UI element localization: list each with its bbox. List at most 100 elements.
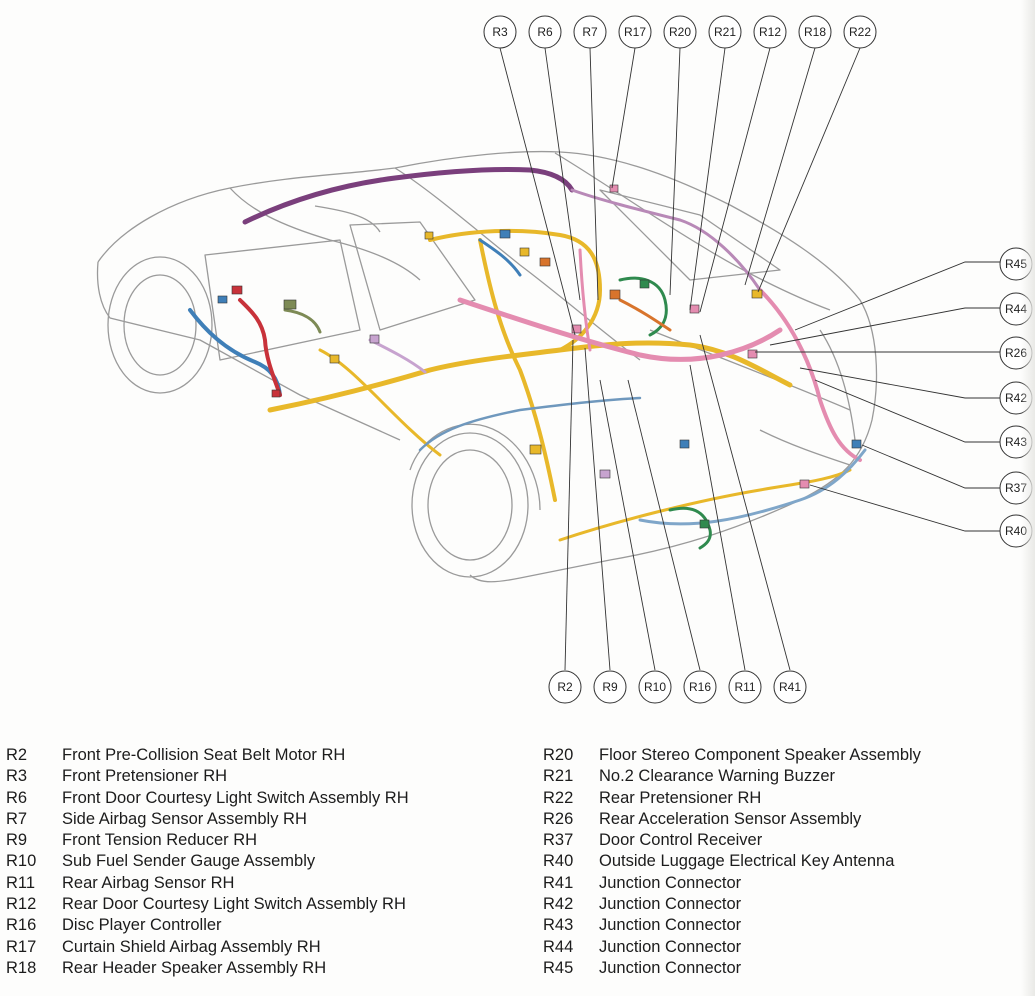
legend-description: Front Pre-Collision Seat Belt Motor RH	[62, 746, 346, 764]
harness-green-rear	[618, 276, 668, 337]
legend-row: R3 Front Pretensioner RH	[6, 766, 409, 787]
legend-code: R22	[543, 788, 574, 807]
legend-row: R9 Front Tension Reducer RH	[6, 830, 409, 851]
callout-r6: R6	[528, 15, 562, 49]
callout-r7: R7	[573, 15, 607, 49]
callout-label: R2	[557, 680, 573, 694]
callout-r17: R17	[618, 15, 652, 49]
callout-label: R6	[537, 25, 553, 39]
callout-label: R21	[714, 25, 736, 39]
legend-description: Front Tension Reducer RH	[62, 831, 258, 850]
harness-yellow-pillar	[478, 238, 557, 502]
callout-circle	[683, 670, 717, 704]
callout-circle	[573, 15, 607, 49]
legend-code: R18	[6, 958, 37, 977]
legend-code: R26	[543, 809, 574, 828]
legend-description: Side Airbag Sensor Assembly RH	[62, 809, 307, 828]
legend-code: R3	[6, 767, 28, 786]
harness-purple-roof	[242, 166, 575, 225]
legend-description: Front Pretensioner RH	[62, 767, 228, 786]
callout-label: R22	[849, 25, 871, 39]
legend-row: R44 Junction Connector	[543, 937, 921, 958]
legend-code: R9	[6, 831, 28, 850]
callout-circle	[663, 15, 697, 49]
callout-label: R18	[804, 25, 826, 39]
callout-r9: R9	[593, 670, 627, 704]
legend-row: R42 Junction Connector	[543, 894, 921, 915]
callout-circle	[728, 670, 762, 704]
callout-label: R10	[644, 680, 666, 694]
harness-lilac-door	[368, 338, 427, 374]
callout-circle	[708, 15, 742, 49]
legend-row: R45 Junction Connector	[543, 958, 921, 979]
callout-circle	[528, 15, 562, 49]
legend-description: Junction Connector	[599, 958, 742, 977]
legend-row: R21 No.2 Clearance Warning Buzzer	[543, 766, 921, 787]
callout-r10: R10	[638, 670, 672, 704]
callout-r2: R2	[548, 670, 582, 704]
legend-code: R44	[543, 937, 574, 956]
callout-label: R41	[779, 680, 801, 694]
callout-r3: R3	[483, 15, 517, 49]
callout-label: R7	[582, 25, 598, 39]
legend-row: R18 Rear Header Speaker Assembly RH	[6, 958, 409, 979]
legend-code: R21	[543, 767, 574, 786]
harness-yellow-dash	[428, 228, 602, 352]
legend-description: Rear Airbag Sensor RH	[62, 873, 235, 892]
harness-yellow-door	[318, 348, 442, 457]
legend-row: R12 Rear Door Courtesy Light Switch Assem…	[6, 894, 409, 915]
legend-description: Junction Connector	[599, 916, 742, 935]
harness-purple-rear	[570, 188, 762, 292]
callout-circle	[798, 15, 832, 49]
callout-r20: R20	[663, 15, 697, 49]
legend-description: Rear Header Speaker Assembly RH	[62, 958, 327, 977]
legend-description: Door Control Receiver	[599, 831, 763, 850]
callout-circle	[593, 670, 627, 704]
harness-blue-center	[478, 238, 522, 277]
legend-description: Junction Connector	[599, 895, 742, 914]
legend-code: R42	[543, 895, 574, 914]
legend-description: Junction Connector	[599, 937, 742, 956]
harness-pink-main	[457, 297, 783, 362]
callout-label: R11	[734, 680, 755, 694]
harness-pink-rear	[758, 288, 862, 462]
callout-r16: R16	[683, 670, 717, 704]
legend-description: Curtain Shield Airbag Assembly RH	[62, 937, 321, 956]
legend-description: Floor Stereo Component Speaker Assembly	[599, 746, 921, 764]
harness-orange-rear	[618, 298, 672, 332]
callout-circle	[753, 15, 787, 49]
harness-blue-trunk	[638, 448, 867, 526]
callout-circle	[548, 670, 582, 704]
legend-code: R37	[543, 831, 574, 850]
callout-r41: R41	[773, 670, 807, 704]
callout-label: R12	[759, 25, 781, 39]
legend-code: R16	[6, 916, 37, 935]
legend-code: R12	[6, 895, 37, 914]
legend-code: R41	[543, 873, 574, 892]
legend-description: Sub Fuel Sender Gauge Assembly	[62, 852, 316, 871]
callout-circle	[483, 15, 517, 49]
legend-description: Junction Connector	[599, 873, 742, 892]
page-edge-shade	[1021, 0, 1035, 996]
callout-label: R9	[602, 680, 618, 694]
callout-label: R3	[492, 25, 508, 39]
legend-code: R45	[543, 958, 574, 977]
callout-r11: R11	[728, 670, 762, 704]
legend-description: No.2 Clearance Warning Buzzer	[599, 767, 835, 786]
legend-row: R41 Junction Connector	[543, 873, 921, 894]
legend-description: Outside Luggage Electrical Key Antenna	[599, 852, 895, 871]
legend-description: Rear Door Courtesy Light Switch Assembly…	[62, 895, 406, 914]
harness-red-front	[238, 298, 282, 397]
callout-circle	[773, 670, 807, 704]
